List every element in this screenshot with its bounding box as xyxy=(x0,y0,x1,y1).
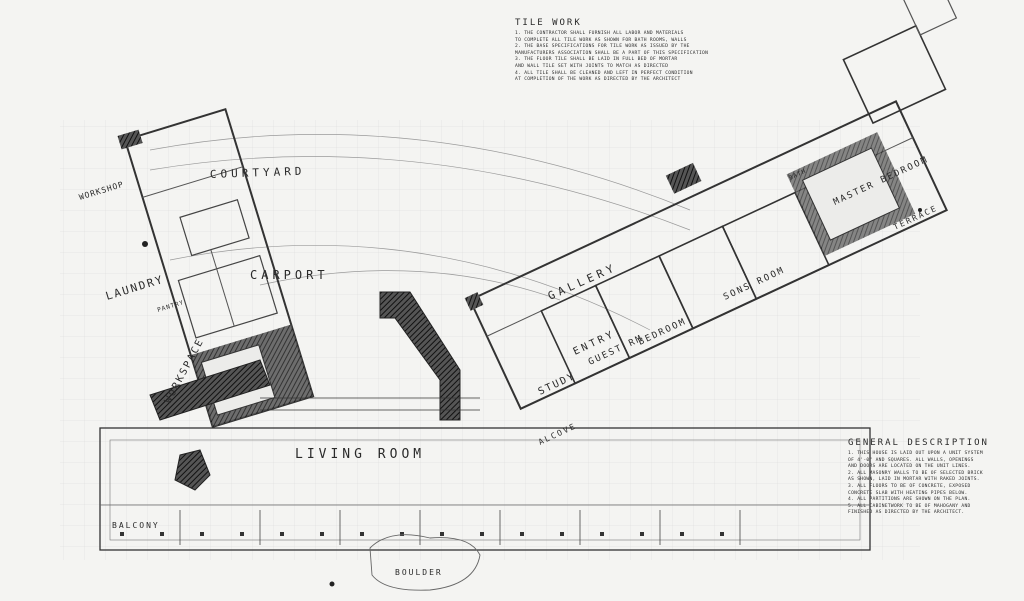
column-dot xyxy=(918,208,922,212)
label-courtyard: COURTYARD xyxy=(210,165,306,181)
boulder-outline xyxy=(369,534,481,591)
tile-work-line: 4. ALL TILE SHALL BE CLEANED AND LEFT IN… xyxy=(515,70,693,76)
general-description-notes: GENERAL DESCRIPTION 1. THIS HOUSE IS LAI… xyxy=(848,438,1016,517)
unit-grid xyxy=(60,120,920,560)
label-living-room: LIVING ROOM xyxy=(295,447,425,462)
general-line: 2. ALL MASONRY WALLS TO BE OF SELECTED B… xyxy=(848,470,983,476)
general-line: OF 4'-0" AND SQUARES. ALL WALLS, OPENING… xyxy=(848,457,974,463)
label-balcony: BALCONY xyxy=(112,521,160,530)
label-carport: CARPORT xyxy=(250,268,329,282)
tile-work-line: TO COMPLETE ALL TILE WORK AS SHOWN FOR B… xyxy=(515,37,687,43)
tile-work-line: 3. THE FLOOR TILE SHALL BE LAID IN FULL … xyxy=(515,57,678,63)
tile-work-title: TILE WORK xyxy=(515,18,582,28)
general-line: FINISHED AS DIRECTED BY THE ARCHITECT. xyxy=(848,510,965,516)
general-line: 3. ALL FLOORS TO BE OF CONCRETE, EXPOSED xyxy=(848,483,971,489)
general-line: AS SHOWN, LAID IN MORTAR WITH RAKED JOIN… xyxy=(848,477,980,483)
tile-work-line: 1. THE CONTRACTOR SHALL FURNISH ALL LABO… xyxy=(515,31,684,36)
tile-work-line: 2. THE BASE SPECIFICATIONS FOR TILE WORK… xyxy=(515,44,690,50)
tile-work-notes: TILE WORK 1. THE CONTRACTOR SHALL FURNIS… xyxy=(515,18,720,84)
living-room-block xyxy=(99,397,871,551)
column-dot xyxy=(329,581,335,587)
arc-lines xyxy=(149,134,691,331)
general-line: 4. ALL PARTITIONS ARE SHOWN ON THE PLAN. xyxy=(848,497,971,503)
tile-work-line: MANUFACTURERS ASSOCIATION SHALL BE A PAR… xyxy=(515,50,709,56)
column-marks xyxy=(120,532,724,536)
general-line: AND DOORS ARE LOCATED ON THE UNIT LINES. xyxy=(848,464,971,470)
general-line: CONCRETE SLAB WITH HEATING PIPES BELOW. xyxy=(848,490,968,496)
general-line: 5. ALL CABINETWORK TO BE OF MAHOGANY AND xyxy=(848,503,971,509)
entry-masonry xyxy=(149,291,461,491)
tile-work-line: AT COMPLETION OF THE WORK AS DIRECTED BY… xyxy=(515,77,681,83)
right-wing xyxy=(464,0,958,411)
column-dot xyxy=(142,241,148,247)
general-line: 1. THIS HOUSE IS LAID OUT UPON A UNIT SY… xyxy=(848,451,983,456)
general-description-title: GENERAL DESCRIPTION xyxy=(848,438,989,448)
tile-work-line: AND WALL TILE SET WITH JOINTS TO MATCH A… xyxy=(515,63,669,69)
label-boulder: BOULDER xyxy=(395,568,443,577)
